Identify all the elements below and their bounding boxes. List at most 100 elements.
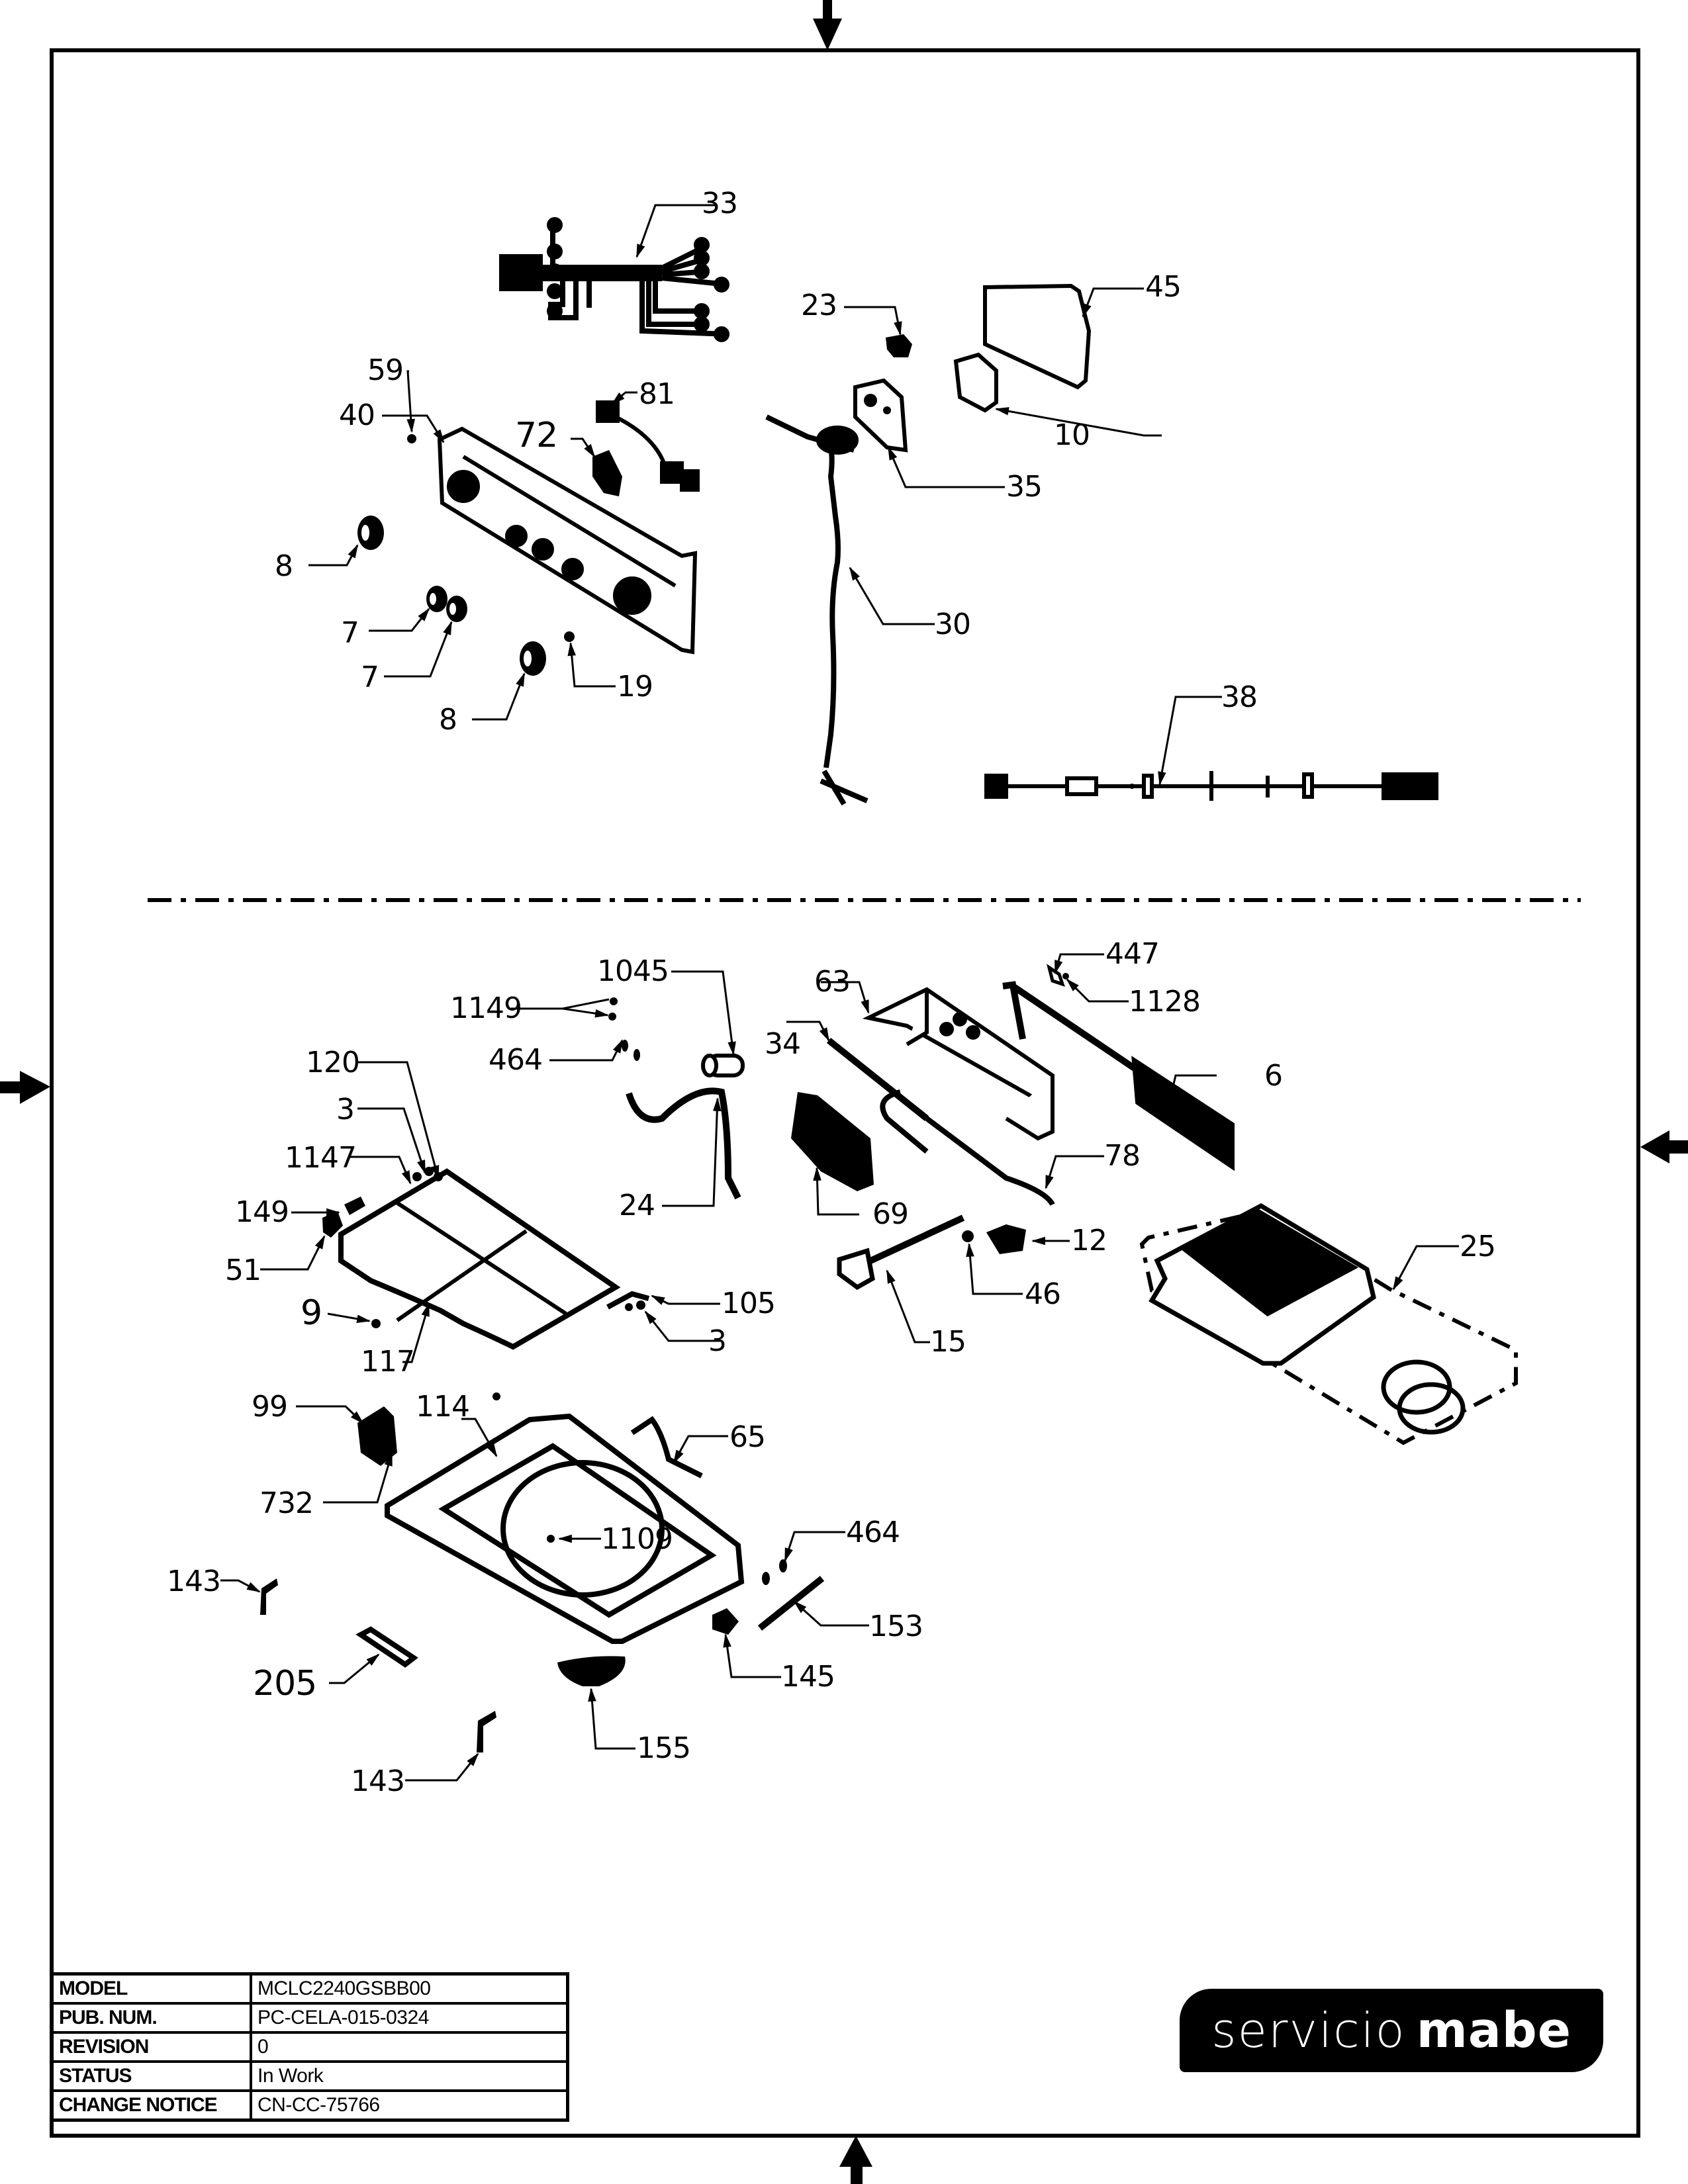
part-30-harness[interactable] [765, 414, 868, 806]
part-464-clip-b[interactable] [779, 1559, 787, 1572]
callout-7b: 7 [361, 660, 379, 694]
title-block-row-pub-num: PUB. NUM. PC-CELA-015-0324 [50, 2002, 569, 2034]
leader-99 [296, 1405, 364, 1424]
part-153-rod[interactable] [757, 1576, 825, 1631]
part-143-bracket-b[interactable] [477, 1711, 496, 1752]
part-1045-solenoid[interactable] [701, 1054, 745, 1077]
callout-153: 153 [869, 1610, 923, 1643]
part-732-screw[interactable] [389, 1439, 396, 1450]
part-7-knob-a[interactable] [426, 586, 447, 612]
part-78-harness[interactable] [880, 1089, 1055, 1206]
part-35-bracket[interactable] [853, 378, 908, 453]
leader-464b [784, 1531, 845, 1562]
part-1149-screw-b[interactable] [608, 1013, 616, 1021]
leader-38 [1158, 696, 1222, 786]
title-block-key: PUB. NUM. [50, 2002, 252, 2034]
part-1149-screw-a[interactable] [610, 997, 618, 1005]
leader-1147 [349, 1156, 412, 1185]
callout-12: 12 [1071, 1224, 1107, 1257]
callout-1045: 1045 [597, 954, 669, 988]
leader-3b [644, 1310, 720, 1342]
right-center-arrow-icon [1640, 1130, 1688, 1163]
part-23[interactable] [886, 334, 912, 357]
leader-45 [1082, 287, 1144, 318]
part-114-top[interactable] [385, 1413, 745, 1644]
callout-34: 34 [765, 1027, 801, 1061]
part-65-hose[interactable] [630, 1416, 703, 1479]
part-46-ball[interactable] [962, 1230, 974, 1242]
top-center-arrow-icon [813, 0, 842, 50]
title-block-value: CN-CC-75766 [250, 2089, 569, 2122]
callout-59: 59 [367, 353, 404, 387]
title-block-row-model: MODEL MCLC2240GSBB00 [50, 1972, 569, 2005]
leader-46 [966, 1242, 1023, 1295]
part-6-rail[interactable] [1002, 981, 1235, 1171]
part-145-bracket[interactable] [712, 1608, 739, 1635]
callout-1149: 1149 [450, 991, 522, 1025]
callout-117: 117 [361, 1345, 415, 1379]
part-12-switch[interactable] [986, 1224, 1026, 1254]
part-8-knob-b[interactable] [520, 641, 546, 676]
part-69-board[interactable] [791, 1092, 874, 1191]
part-205-tab[interactable] [355, 1626, 418, 1668]
callout-114: 114 [416, 1390, 470, 1424]
callout-1109: 1109 [601, 1522, 673, 1556]
callout-25: 25 [1460, 1230, 1496, 1263]
leader-7b [384, 621, 453, 678]
title-block-value: PC-CELA-015-0324 [250, 2002, 569, 2034]
callout-24: 24 [619, 1189, 655, 1222]
leader-34 [786, 1021, 830, 1042]
part-7-knob-b[interactable] [446, 596, 467, 622]
leader-8b [472, 672, 526, 721]
leader-59 [406, 370, 416, 433]
part-19-button[interactable] [564, 631, 575, 642]
part-81-switch[interactable] [596, 400, 700, 492]
part-10-timer[interactable] [953, 352, 998, 413]
part-63-bracket[interactable] [862, 987, 1055, 1141]
part-51[interactable] [322, 1211, 343, 1238]
leader-40 [382, 414, 445, 443]
part-40-control-panel[interactable] [437, 426, 698, 655]
part-38-harness[interactable] [984, 771, 1438, 801]
leader-78 [1045, 1155, 1104, 1190]
leader-153 [793, 1600, 869, 1627]
part-99-motor[interactable] [357, 1406, 397, 1466]
part-105-clip[interactable] [606, 1291, 650, 1310]
callout-105: 105 [722, 1287, 776, 1320]
part-15-lever[interactable] [837, 1214, 965, 1291]
part-34-rod[interactable] [826, 1038, 929, 1121]
callout-38: 38 [1221, 680, 1258, 714]
part-72-switch[interactable] [592, 450, 622, 496]
part-9-screw[interactable] [371, 1319, 381, 1328]
part-143-bracket-a[interactable] [260, 1578, 278, 1615]
callout-7a: 7 [341, 616, 359, 650]
callout-3a: 3 [336, 1093, 355, 1126]
leader-30 [849, 567, 935, 625]
callout-1147: 1147 [285, 1141, 357, 1175]
part-59-screw[interactable] [407, 434, 416, 443]
callout-3b: 3 [708, 1324, 727, 1358]
callout-40: 40 [339, 398, 375, 432]
title-block-key: CHANGE NOTICE [50, 2089, 252, 2122]
part-1109-screw[interactable] [547, 1535, 555, 1543]
callout-81: 81 [639, 377, 675, 411]
part-25-kit[interactable] [1149, 1203, 1466, 1435]
leader-105 [651, 1295, 720, 1305]
callout-63: 63 [814, 965, 851, 999]
leader-19 [567, 641, 616, 688]
part-117-cover[interactable] [338, 1168, 621, 1350]
part-33-wire-harness[interactable] [499, 217, 729, 342]
callout-155: 155 [637, 1731, 691, 1765]
part-8-knob-a[interactable] [357, 516, 384, 550]
drawing-border [50, 48, 1640, 2138]
part-464-clip-a[interactable] [622, 1040, 628, 1052]
title-block-key: STATUS [50, 2060, 252, 2092]
part-45-panel[interactable] [983, 283, 1092, 390]
part-149[interactable] [344, 1197, 365, 1215]
leader-65 [673, 1435, 728, 1464]
part-155-foot[interactable] [557, 1656, 626, 1686]
part-24-hose[interactable] [626, 1087, 741, 1200]
callout-45: 45 [1145, 270, 1182, 304]
callout-69: 69 [872, 1197, 909, 1231]
